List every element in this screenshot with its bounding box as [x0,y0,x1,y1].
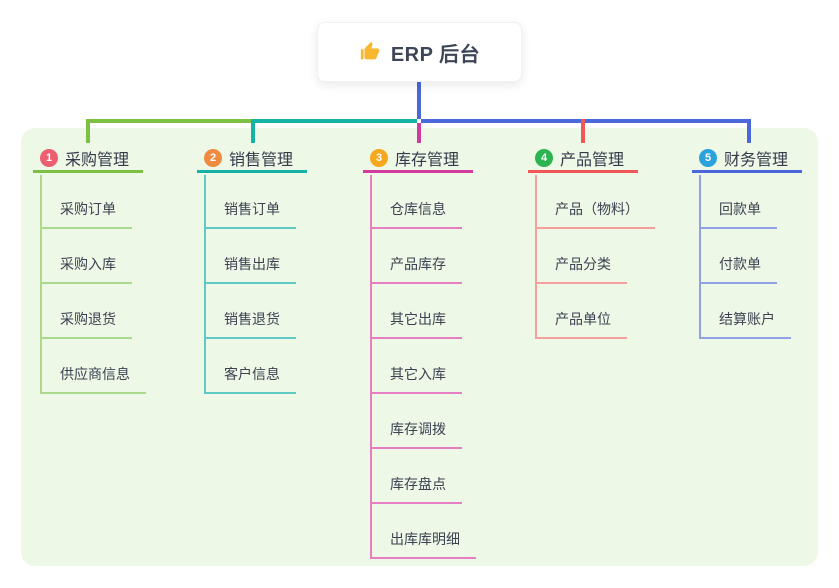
child-node[interactable]: 其它出库 [370,309,462,339]
child-node[interactable]: 出库库明细 [370,529,476,559]
child-node[interactable]: 采购入库 [40,254,132,284]
child-node[interactable]: 产品单位 [535,309,627,339]
thumbs-up-icon [360,41,379,60]
branch-title: 采购管理 [65,152,130,169]
drop-connector-product [581,119,585,143]
child-node[interactable]: 其它入库 [370,364,462,394]
rail-segment-finance [421,119,751,123]
branch-node-finance[interactable]: 5 财务管理 [692,146,802,173]
drop-connector-finance [747,119,751,143]
drop-connector-inventory [417,123,421,143]
branch-purchase: 1 采购管理 采购订单 采购入库 采购退货 供应商信息 [33,146,146,394]
branch-inventory: 3 库存管理 仓库信息 产品库存 其它出库 其它入库 库存调拨 库存盘点 出库库… [363,146,476,559]
child-node[interactable]: 产品库存 [370,254,462,284]
branch-node-inventory[interactable]: 3 库存管理 [363,146,473,173]
rail-segment-purchase [86,119,253,123]
root-connector [417,82,421,119]
branch-child-connector [699,175,701,339]
branch-number-badge: 4 [535,149,553,167]
child-node[interactable]: 销售订单 [204,199,296,229]
branch-product: 4 产品管理 产品（物料） 产品分类 产品单位 [528,146,655,339]
branch-title: 产品管理 [560,152,625,169]
branch-title: 财务管理 [724,152,789,169]
branch-number-badge: 3 [370,149,388,167]
branch-title: 库存管理 [395,152,460,169]
branch-node-purchase[interactable]: 1 采购管理 [33,146,143,173]
branches-background-panel [21,128,818,566]
branch-number-badge: 1 [40,149,58,167]
child-node[interactable]: 供应商信息 [40,364,146,394]
child-node[interactable]: 采购退货 [40,309,132,339]
branch-finance: 5 财务管理 回款单 付款单 结算账户 [692,146,802,339]
branch-child-connector [204,175,206,394]
child-node[interactable]: 仓库信息 [370,199,462,229]
child-node[interactable]: 客户信息 [204,364,296,394]
child-node[interactable]: 销售退货 [204,309,296,339]
child-node[interactable]: 库存盘点 [370,474,462,504]
child-node[interactable]: 产品分类 [535,254,627,284]
rail-segment-sales [253,119,417,123]
branch-node-sales[interactable]: 2 销售管理 [197,146,307,173]
child-node[interactable]: 产品（物料） [535,199,655,229]
branch-number-badge: 5 [699,149,717,167]
branch-child-connector [40,175,42,394]
child-node[interactable]: 结算账户 [699,309,791,339]
branch-number-badge: 2 [204,149,222,167]
branch-child-connector [535,175,537,339]
child-node[interactable]: 付款单 [699,254,777,284]
branch-child-connector [370,175,372,559]
child-node[interactable]: 回款单 [699,199,777,229]
branch-node-product[interactable]: 4 产品管理 [528,146,638,173]
child-node[interactable]: 库存调拨 [370,419,462,449]
drop-connector-sales [251,119,255,143]
root-title: ERP 后台 [390,43,481,66]
child-node[interactable]: 销售出库 [204,254,296,284]
branch-sales: 2 销售管理 销售订单 销售出库 销售退货 客户信息 [197,146,307,394]
child-node[interactable]: 采购订单 [40,199,132,229]
branch-title: 销售管理 [229,152,294,169]
root-node[interactable]: ERP 后台 [317,22,522,82]
drop-connector-purchase [86,119,90,143]
